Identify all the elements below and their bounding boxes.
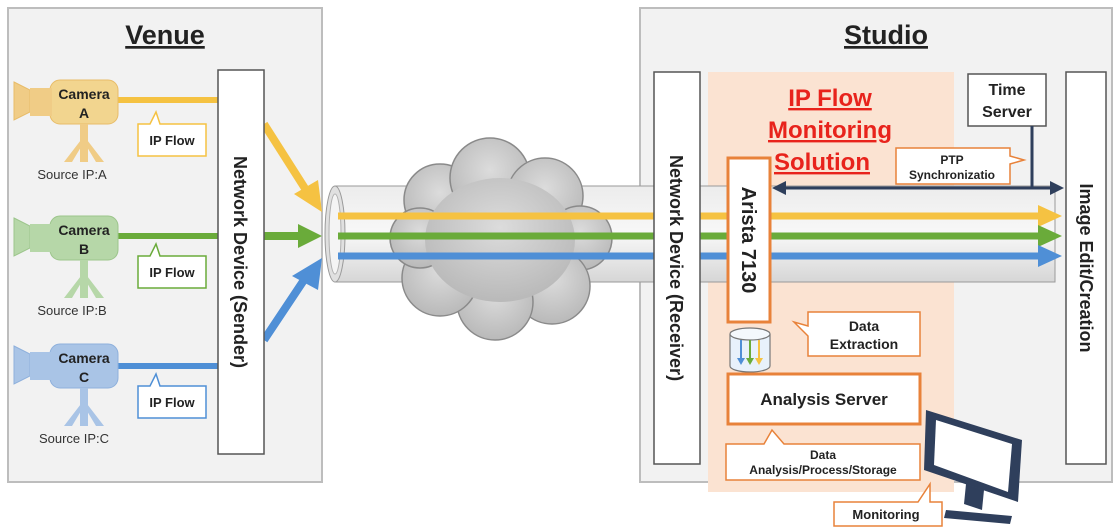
camera-c: Camera C Source IP:C — [13, 343, 119, 446]
image-edit-creation: Image Edit/Creation — [1065, 71, 1107, 465]
analysis-desc-line2: Analysis/Process/Storage — [749, 463, 897, 477]
time-server: Time Server — [967, 73, 1047, 127]
database-icon — [729, 327, 771, 373]
camera-b-label1: Camera — [58, 222, 110, 238]
time-server-line1: Time — [988, 82, 1025, 99]
ptp-sync: PTP Synchronizatio — [772, 126, 1064, 195]
venue-title: Venue — [125, 20, 205, 50]
time-server-line2: Server — [982, 104, 1032, 121]
camera-b: Camera B Source IP:B — [13, 215, 119, 318]
ip-flow-callout-b: IP Flow — [137, 242, 207, 289]
solution-title-line1: IP Flow — [788, 85, 872, 112]
solution-title: IP Flow Monitoring Solution — [768, 85, 892, 176]
camera-flows — [118, 97, 322, 369]
monitoring-callout: Monitoring — [833, 481, 943, 527]
ip-flow-callout-a: IP Flow — [137, 110, 207, 157]
camera-b-source: Source IP:B — [37, 303, 106, 318]
ip-flow-b-label: IP Flow — [149, 265, 195, 280]
network-device-sender: Network Device (Sender) — [217, 69, 265, 455]
analysis-desc-callout: Data Analysis/Process/Storage — [725, 428, 921, 481]
studio-title: Studio — [844, 20, 928, 50]
network-device-receiver: Network Device (Receiver) — [653, 71, 701, 465]
data-extraction-line2: Extraction — [830, 336, 898, 352]
solution-title-line3: Solution — [774, 149, 870, 176]
ip-flow-a-label: IP Flow — [149, 133, 195, 148]
arista-7130: Arista 7130 — [726, 156, 772, 324]
solution-title-line2: Monitoring — [768, 117, 892, 144]
camera-a-source: Source IP:A — [37, 167, 107, 182]
analysis-server-label: Analysis Server — [760, 390, 888, 409]
receiver-label: Network Device (Receiver) — [666, 155, 686, 381]
analysis-server: Analysis Server — [726, 372, 922, 426]
monitoring-label: Monitoring — [852, 507, 919, 522]
image-edit-label: Image Edit/Creation — [1076, 183, 1096, 352]
camera-a: Camera A Source IP:A — [13, 79, 119, 182]
ip-flow-callout-c: IP Flow — [137, 372, 207, 419]
analysis-desc-line1: Data — [810, 448, 836, 462]
camera-a-label1: Camera — [58, 86, 110, 102]
data-extraction-line1: Data — [849, 318, 880, 334]
ptp-line1: PTP — [940, 153, 963, 167]
sender-label: Network Device (Sender) — [230, 156, 250, 368]
ip-flow-c-label: IP Flow — [149, 395, 195, 410]
camera-c-label2: C — [79, 369, 89, 385]
data-extraction-callout: Data Extraction — [791, 311, 921, 357]
camera-b-label2: B — [79, 241, 89, 257]
camera-c-source: Source IP:C — [39, 431, 109, 446]
arista-label: Arista 7130 — [737, 187, 759, 294]
camera-c-label1: Camera — [58, 350, 110, 366]
ptp-line2: Synchronizatio — [909, 168, 995, 182]
monitor-icon — [924, 410, 1022, 524]
camera-a-label2: A — [79, 105, 89, 121]
